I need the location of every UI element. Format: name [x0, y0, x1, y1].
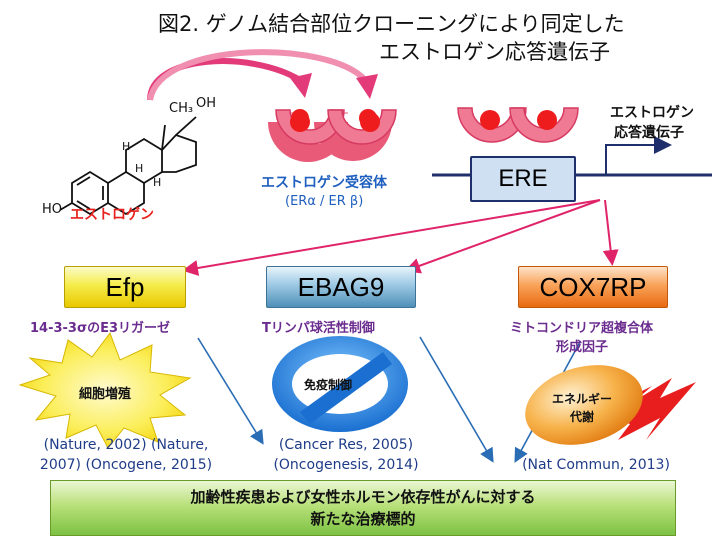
ebag9-reference-1: (Cancer Res, 2005) [278, 437, 414, 453]
energy-lightning [600, 378, 696, 440]
title-line2: エストロゲン応答遺伝子 [379, 40, 610, 64]
transcription-arrow [605, 136, 672, 175]
ebag9-function: Tリンパ球活性制御 [262, 321, 375, 336]
estrogen-label: エストロゲン [70, 207, 154, 223]
efp-reference-1: (Nature, 2002) (Nature, [43, 437, 209, 453]
gene-box-efp: Efp [64, 266, 186, 308]
cox7rp-reference: (Nat Commun, 2013) [522, 457, 670, 473]
efp-function: 14-3-3σのE3リガーゼ [30, 321, 171, 336]
h-label-1: H [135, 162, 144, 175]
immune-prohibition-sign [272, 336, 408, 432]
target-gene-label-1: エストロゲン [610, 105, 694, 121]
energy-ellipse [525, 365, 643, 445]
receptor-dimer-shapes-left [275, 109, 397, 145]
immune-label: 免疫制御 [304, 378, 353, 392]
oh-top-label: OH [196, 96, 217, 111]
h-label-3: H [122, 140, 131, 153]
ch3-label: CH₃ [169, 101, 194, 116]
induction-arrows [182, 199, 619, 276]
ere-box: ERE [470, 156, 576, 202]
h-label-2: H [153, 176, 162, 189]
ebag9-reference-2: (Oncogenesis, 2014) [273, 457, 419, 473]
conclusion-line1: 加齢性疾患および女性ホルモン依存性がんに対する [190, 488, 536, 506]
gene-box-ebag9: EBAG9 [266, 266, 416, 308]
receptor-dimer-right [457, 107, 579, 143]
energy-label-2: 代謝 [570, 410, 595, 424]
proliferation-burst [18, 331, 192, 449]
target-gene-label-2: 応答遺伝子 [614, 125, 684, 141]
title-line1: 図2. ゲノム結合部位クローニングにより同定した [158, 12, 625, 36]
efp-reference-2: 2007) (Oncogene, 2015) [39, 457, 213, 473]
receptor-subtypes: (ERα / ER β) [285, 194, 364, 209]
conclusion-banner: 加齢性疾患および女性ホルモン依存性がんに対する 新たな治療標的 [50, 480, 676, 536]
estradiol-structure [59, 116, 197, 216]
energy-label-1: エネルギー [552, 392, 613, 406]
cox7rp-function-1: ミトコンドリア超複合体 [510, 321, 654, 336]
binding-arrows [147, 49, 378, 101]
gene-box-cox7rp: COX7RP [518, 266, 668, 308]
proliferation-label: 細胞増殖 [79, 387, 132, 402]
receptor-label: エストロゲン受容体 [261, 175, 387, 191]
ho-left-label: HO [42, 202, 63, 217]
conclusion-line2: 新たな治療標的 [310, 510, 416, 528]
cox7rp-function-2: 形成因子 [556, 340, 609, 355]
